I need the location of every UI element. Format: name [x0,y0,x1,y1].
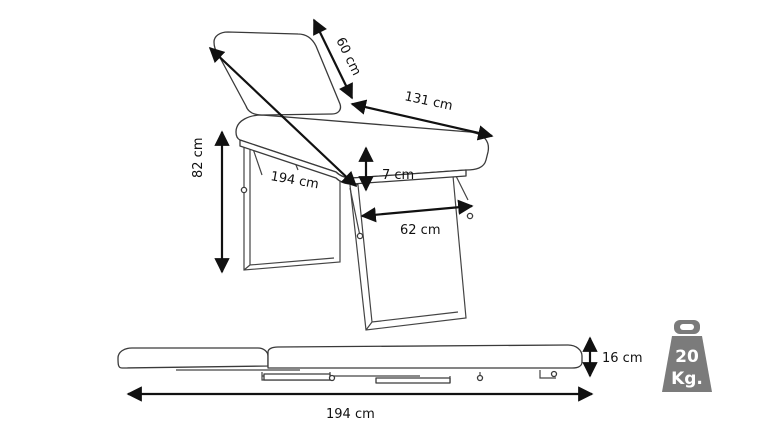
folded-leg-bar [263,373,331,381]
arrow-seat-length [350,99,494,141]
label-folded-height: 16 cm [602,351,643,366]
arrow-frame-width [360,199,474,223]
label-folded-length: 194 cm [326,407,375,422]
dimension-arrows [126,18,598,402]
folded-mattress-left [117,347,269,369]
hinge-knob [466,212,474,220]
folded-frame [176,369,556,383]
weight-icon [662,336,712,392]
folded-mattress-right [267,344,583,369]
label-frame-width: 62 cm [400,223,441,238]
weight-value: 20 [675,347,699,367]
weight-unit: Kg. [671,369,703,389]
weight-badge: 20 Kg. [662,320,712,392]
label-total-height: 82 cm [191,138,206,179]
arrow-diagonal-length [208,46,358,188]
folded-bed-illustration [117,344,583,384]
hinge-knob [356,232,364,240]
hinge-knob [328,374,336,382]
mattress-backrest [213,31,342,116]
hinge-knob [550,370,558,378]
hinge-knob [476,374,484,382]
label-mattress-thickness: 7 cm [382,168,414,183]
weight-handle-hole [680,324,694,330]
folded-leg-bar [375,377,451,384]
label-backrest-width: 60 cm [332,35,363,78]
hinge-knob [240,186,248,194]
label-diagonal-length: 194 cm [269,169,320,192]
front-leg-frame [349,164,467,331]
label-seat-length: 131 cm [403,89,454,114]
